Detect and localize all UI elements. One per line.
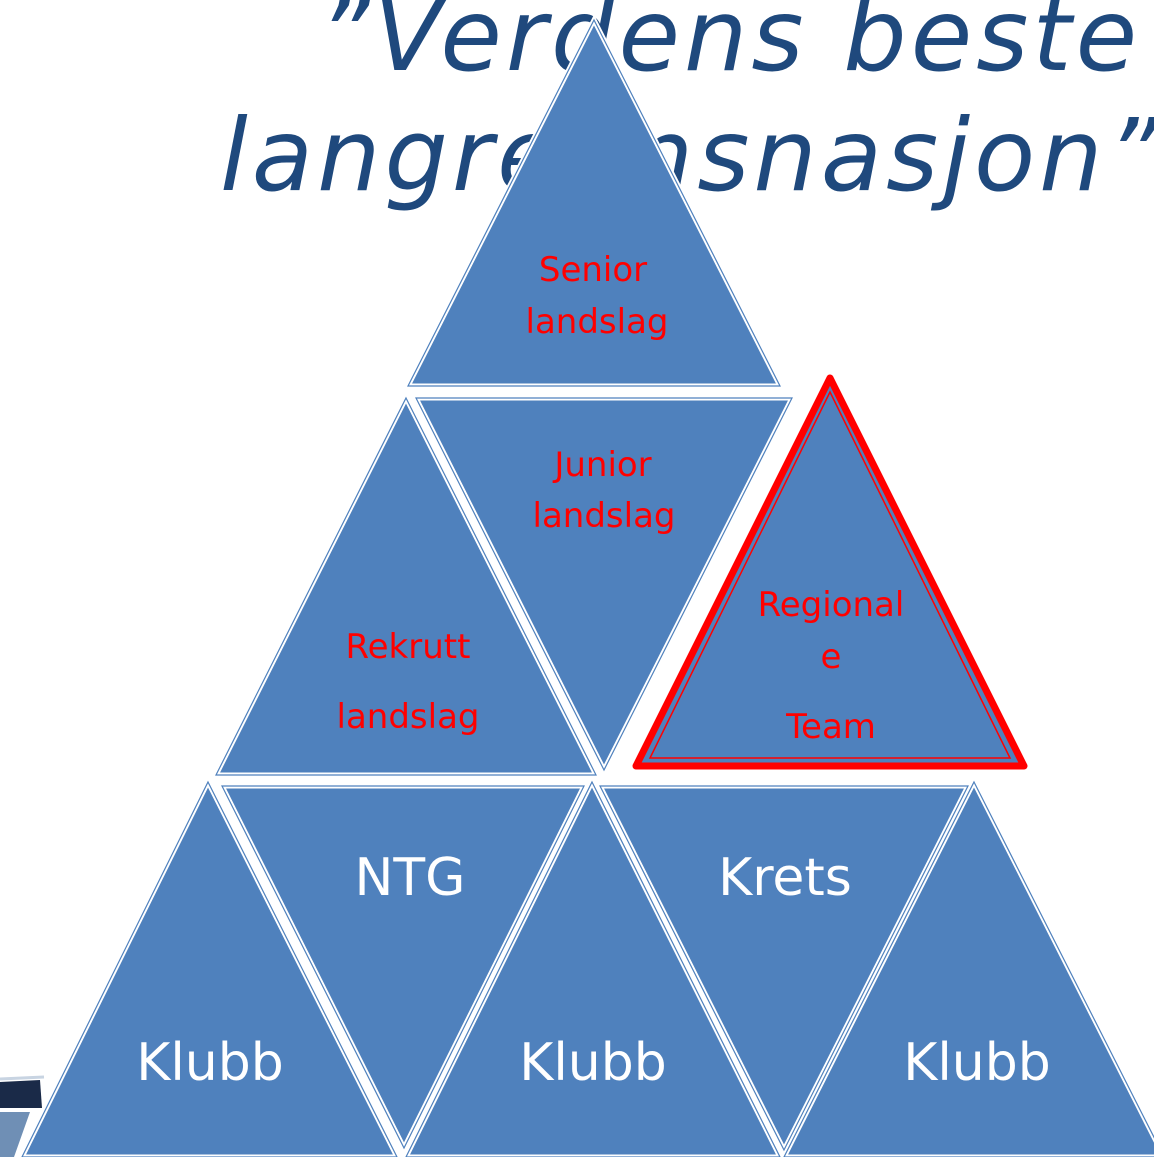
title-line-2: langrennsnasjon” [220,97,1154,214]
label-klubb-2: Klubb [519,1033,667,1093]
triangle-regionale-team [632,374,1028,770]
label-regionale-2: e [821,637,842,677]
label-regionale-3: Team [785,707,876,747]
label-ntg: NTG [355,848,466,908]
label-senior-1: Senior [539,250,647,290]
title-line-1: ”Verdens beste [318,0,1142,94]
label-junior-1: Junior [552,445,651,485]
label-senior-2: landslag [526,302,669,342]
label-klubb-3: Klubb [903,1033,1051,1093]
label-krets: Krets [718,848,852,908]
label-klubb-1: Klubb [136,1033,284,1093]
label-rekrutt-2: landslag [337,697,480,737]
label-junior-2: landslag [533,496,676,536]
corner-decoration [0,1075,45,1157]
label-regionale-1: Regional [758,585,905,625]
label-rekrutt-1: Rekrutt [346,627,471,667]
